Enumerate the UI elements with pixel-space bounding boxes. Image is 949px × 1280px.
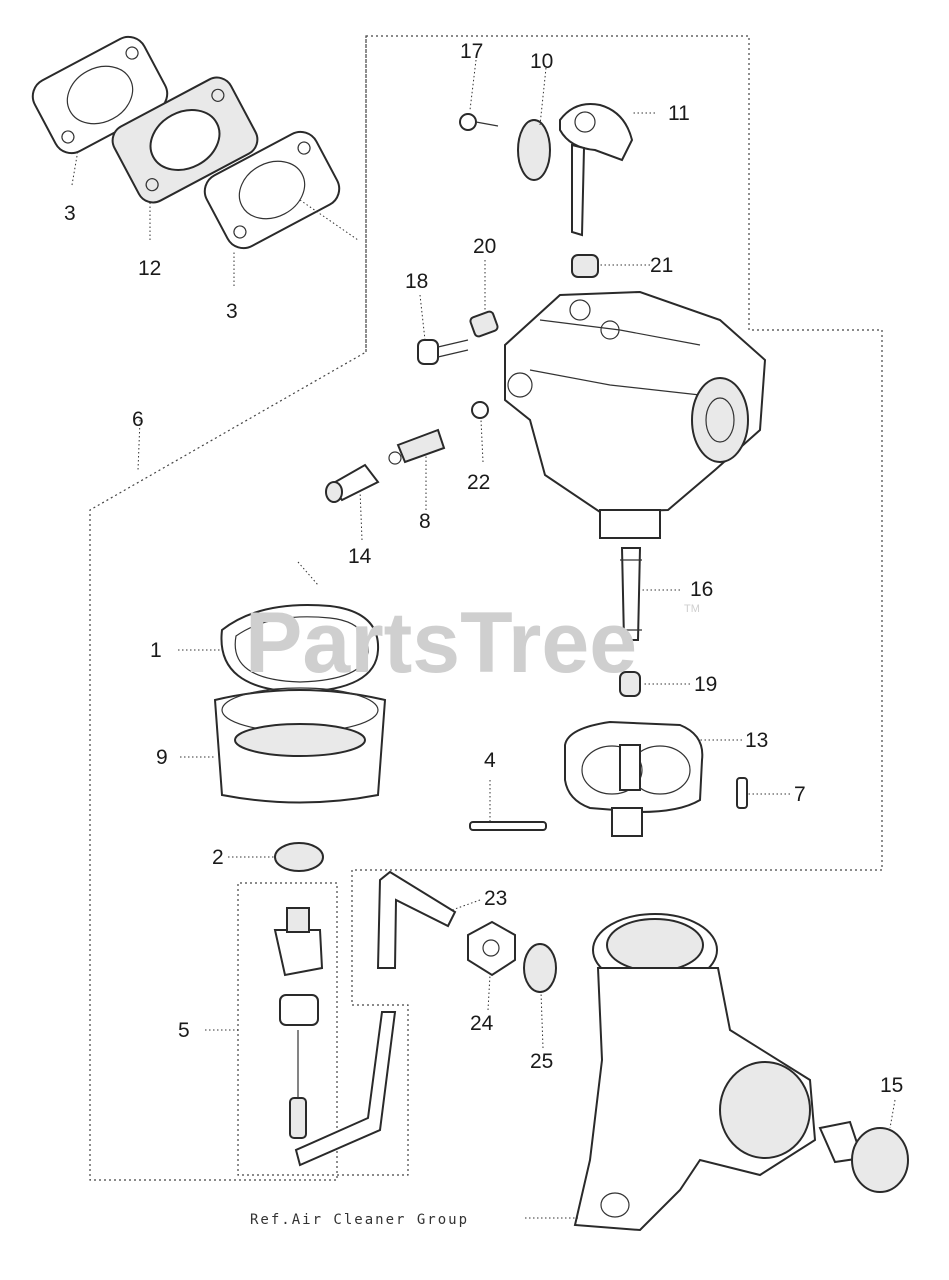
- shaft-seal: [571, 254, 599, 278]
- gasket-upper: [31, 35, 169, 155]
- callout-13: 13: [745, 729, 768, 752]
- drain-tube: [294, 870, 457, 1167]
- callout-4: 4: [484, 749, 496, 772]
- air-cleaner-elbow: [573, 913, 817, 1232]
- drain-gasket: [274, 842, 324, 872]
- hex-nut: [467, 920, 516, 977]
- callout-19: 19: [694, 673, 717, 696]
- callout-22: 22: [467, 471, 490, 494]
- choke-washer: [517, 119, 551, 181]
- callout-20: 20: [473, 235, 496, 258]
- choke-screw: [459, 113, 499, 131]
- callout-3-lower: 3: [226, 300, 238, 323]
- main-jet: [388, 428, 446, 465]
- callout-14: 14: [348, 545, 372, 568]
- retaining-pin: [736, 777, 748, 809]
- plug: [818, 1120, 909, 1193]
- callout-25: 25: [530, 1050, 553, 1073]
- watermark-brand: PartsTree: [245, 595, 637, 691]
- callout-9: 9: [156, 746, 168, 769]
- float-needle: [620, 547, 642, 641]
- callout-7: 7: [794, 783, 806, 806]
- callout-21: 21: [650, 254, 673, 277]
- pilot-jet: [469, 310, 499, 338]
- callout-12: 12: [138, 257, 161, 280]
- pilot-screw: [417, 339, 469, 365]
- callout-18: 18: [405, 270, 428, 293]
- callout-15: 15: [880, 1074, 903, 1097]
- callout-17: 17: [460, 40, 483, 63]
- callout-3-upper: 3: [64, 202, 76, 225]
- leader-lines: [71, 59, 896, 1219]
- watermark-tm: TM: [684, 603, 700, 615]
- float-bowl: [213, 687, 387, 804]
- callout-6: 6: [132, 408, 144, 431]
- main-nozzle: [325, 463, 380, 503]
- choke-lever: [559, 103, 634, 237]
- carburetor-body: [504, 290, 767, 539]
- lock-washer: [523, 943, 557, 993]
- gasket-lower: [203, 130, 341, 250]
- callout-5: 5: [178, 1019, 190, 1042]
- callout-10: 10: [530, 50, 553, 73]
- drain-bolt: [273, 907, 324, 1139]
- bowl-o-ring: [220, 604, 380, 694]
- assembly-boundary: [89, 35, 883, 1181]
- main-jet-washer: [471, 401, 489, 419]
- needle-spring: [619, 671, 641, 697]
- callout-11: 11: [668, 102, 690, 125]
- callout-24: 24: [470, 1012, 494, 1035]
- reference-note: Ref.Air Cleaner Group: [250, 1212, 469, 1228]
- callout-16: 16: [690, 578, 713, 601]
- insulator-spacer: [111, 76, 259, 204]
- callout-2: 2: [212, 846, 224, 869]
- callout-23: 23: [484, 887, 507, 910]
- float-pin: [469, 821, 547, 831]
- callout-8: 8: [419, 510, 431, 533]
- float: [564, 720, 704, 837]
- callout-1: 1: [150, 639, 162, 662]
